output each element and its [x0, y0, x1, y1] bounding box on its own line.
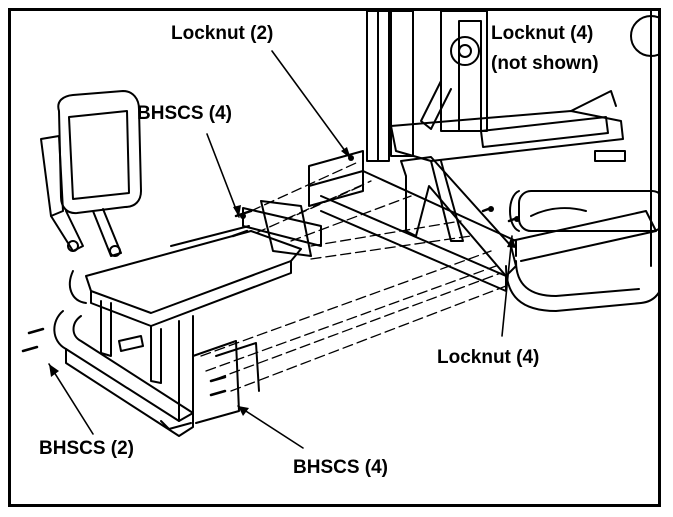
callout-arrowheads [49, 147, 516, 416]
callout-leaders [48, 50, 513, 449]
seat-base-frame [53, 300, 260, 437]
callout-bhscs-lower: BHSCS (4) [293, 457, 389, 478]
callout-bhscs-upper: BHSCS (4) [137, 103, 233, 124]
upper-pivot-arm [390, 90, 626, 162]
seat-back-pad [40, 90, 142, 257]
alignment-lines [200, 162, 507, 392]
hardware-dots [240, 155, 520, 222]
callout-bhscs-left: BHSCS (2) [39, 438, 135, 459]
main-frame-uprights [366, 11, 658, 267]
callout-locknut-top: Locknut (2) [171, 23, 274, 44]
diagram-frame: Locknut (2) Locknut (4) (not shown) BHSC… [8, 8, 661, 507]
main-base-frame [308, 150, 658, 312]
connection-plates [242, 200, 322, 257]
machine-drawing [21, 11, 658, 449]
callout-locknut-not-shown-line2: (not shown) [491, 53, 599, 75]
callout-locknut-bottom-right: Locknut (4) [437, 347, 540, 368]
callout-locknut-not-shown-line1: Locknut (4) [491, 23, 594, 45]
